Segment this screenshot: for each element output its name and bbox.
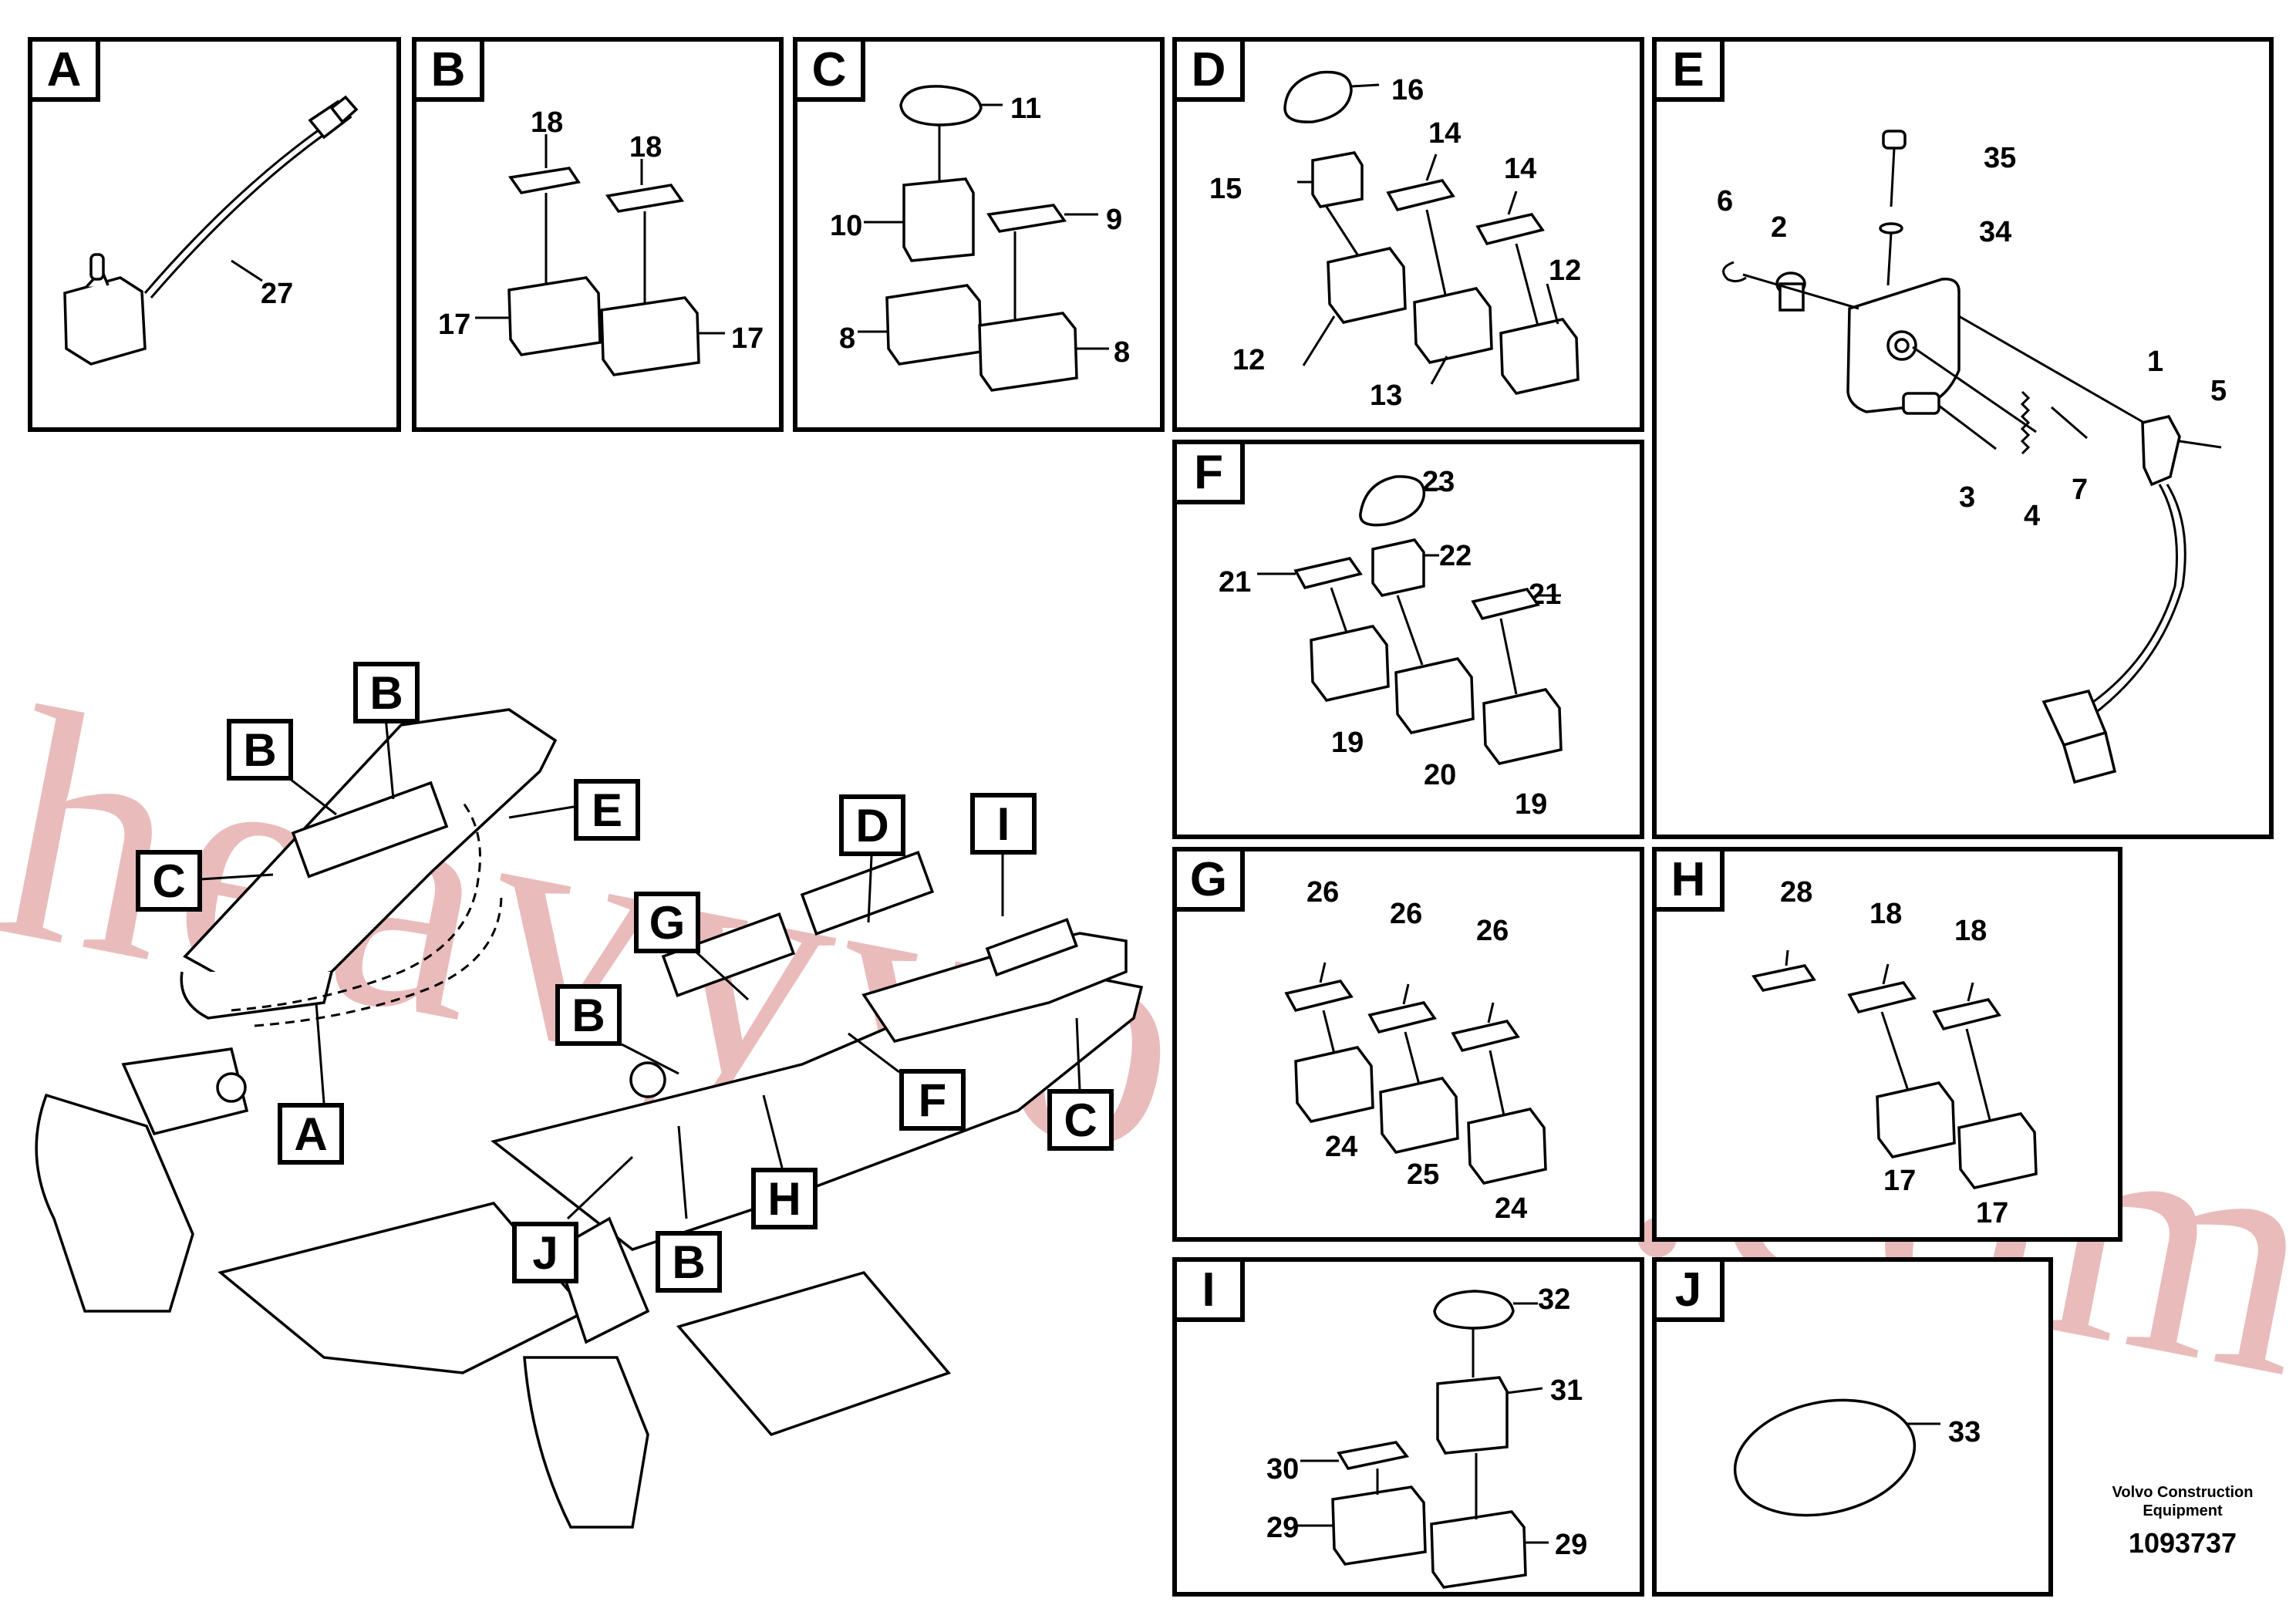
callout-13: 13	[1370, 379, 1403, 412]
callout-17c: 17	[1883, 1165, 1917, 1197]
panel-h-letter: H	[1657, 851, 1725, 912]
callout-8a: 8	[839, 322, 856, 355]
callout-12a: 12	[1549, 255, 1582, 287]
callout-11: 11	[1010, 93, 1042, 125]
callout-14b: 14	[1504, 153, 1537, 185]
callout-17a: 17	[438, 309, 471, 341]
panel-b-letter: B	[416, 42, 484, 102]
panel-b-parts	[475, 134, 725, 376]
panel-c-letter: C	[797, 42, 865, 102]
callout-28: 28	[1780, 876, 1813, 909]
callout-24b: 24	[1495, 1192, 1528, 1225]
callout-18b: 18	[629, 131, 663, 164]
panel-c-parts	[858, 85, 1109, 392]
drawing-number: 1093737	[2128, 1527, 2237, 1559]
toggle-switch-drawing	[63, 95, 359, 366]
main-tag-b-2: B	[353, 662, 420, 723]
callout-6: 6	[1717, 185, 1734, 218]
callout-10: 10	[830, 210, 863, 242]
callout-26b: 26	[1390, 898, 1423, 930]
callout-19b: 19	[1515, 788, 1548, 821]
main-tag-b-4: B	[656, 1231, 722, 1293]
panel-f: F 23 22 21 21 19 20 19	[1172, 440, 1644, 839]
callout-7: 7	[2072, 474, 2089, 506]
callout-22: 22	[1439, 540, 1472, 572]
callout-12b: 12	[1232, 344, 1266, 376]
main-tag-j: J	[512, 1222, 578, 1283]
callout-34: 34	[1979, 216, 2012, 248]
panel-d-letter: D	[1177, 42, 1245, 102]
callout-15: 15	[1209, 173, 1242, 205]
callout-9: 9	[1106, 204, 1123, 236]
main-tag-e: E	[574, 779, 640, 841]
callout-5: 5	[2210, 375, 2227, 407]
callout-1: 1	[2147, 346, 2164, 378]
callout-18a: 18	[531, 106, 564, 139]
callout-29a: 29	[1266, 1512, 1300, 1544]
panel-h: H 28 18 18 17 17	[1652, 847, 2122, 1242]
callout-23: 23	[1422, 466, 1455, 498]
callout-17b: 17	[731, 322, 764, 355]
main-tag-h: H	[751, 1168, 818, 1229]
callout-4: 4	[2024, 500, 2041, 532]
main-tag-a: A	[278, 1103, 344, 1165]
callout-30: 30	[1266, 1453, 1300, 1485]
main-tag-b-1: B	[227, 719, 293, 781]
brand-line-1: Volvo Construction	[2112, 1484, 2254, 1501]
callout-2: 2	[1771, 211, 1788, 244]
callout-24a: 24	[1325, 1131, 1358, 1163]
main-tag-c-2: C	[1047, 1089, 1114, 1151]
callout-16: 16	[1391, 74, 1424, 106]
panel-d-parts	[1283, 70, 1580, 395]
main-tag-f: F	[899, 1069, 966, 1131]
callout-32: 32	[1538, 1283, 1571, 1316]
callout-19a: 19	[1331, 727, 1364, 759]
callout-20: 20	[1424, 759, 1457, 791]
main-tag-g: G	[634, 892, 700, 953]
panel-g-parts	[1284, 962, 1547, 1185]
callout-27: 27	[261, 278, 294, 310]
callout-18c: 18	[1870, 898, 1903, 930]
main-tag-i: I	[970, 793, 1037, 855]
panel-f-parts	[1257, 475, 1563, 765]
tag-leaders	[200, 717, 1081, 1220]
callout-3: 3	[1959, 481, 1976, 514]
panel-j-letter: J	[1657, 1262, 1725, 1322]
panel-h-parts	[1752, 949, 2038, 1189]
panel-e-letter: E	[1657, 42, 1725, 102]
callout-18d: 18	[1954, 915, 1988, 947]
callout-21a: 21	[1219, 566, 1252, 599]
callout-17d: 17	[1976, 1197, 2009, 1229]
panel-e-parts	[1722, 130, 2222, 784]
panel-g-letter: G	[1177, 851, 1245, 912]
panel-i-letter: I	[1177, 1262, 1245, 1322]
main-tag-c-1: C	[136, 850, 202, 912]
callout-26c: 26	[1476, 915, 1509, 947]
callout-31: 31	[1550, 1374, 1583, 1407]
panel-a-letter: A	[32, 42, 100, 102]
callout-33: 33	[1948, 1416, 1981, 1448]
brand-line-2: Equipment	[2143, 1502, 2223, 1519]
callout-35: 35	[1984, 142, 2017, 174]
panel-f-letter: F	[1177, 444, 1245, 504]
main-tag-d: D	[839, 794, 905, 856]
panel-j-parts	[1733, 1398, 1940, 1517]
callout-26a: 26	[1306, 876, 1340, 909]
callout-25: 25	[1407, 1158, 1440, 1191]
callout-29b: 29	[1555, 1529, 1588, 1561]
main-tag-b-3: B	[555, 984, 622, 1046]
main-assembly-drawing	[35, 708, 1144, 1529]
callout-8b: 8	[1114, 336, 1131, 369]
panel-b: B 18 18 17 17	[412, 37, 784, 432]
callout-14a: 14	[1428, 117, 1462, 150]
panel-i-parts	[1297, 1290, 1549, 1589]
